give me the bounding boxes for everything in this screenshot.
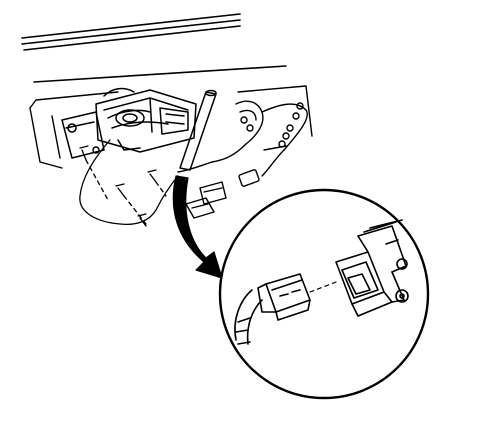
actuator-motor-assembly [95, 87, 197, 153]
sensor-switch [335, 219, 409, 317]
mounting-bracket [61, 111, 105, 159]
guide-post [179, 89, 217, 171]
roof-rail-trim [21, 13, 287, 83]
detail-callout-circle [218, 188, 430, 400]
wiring-harness [177, 100, 308, 187]
headliner-panel [29, 85, 313, 169]
callout-arrow [172, 175, 223, 279]
electrical-connector [185, 181, 227, 219]
retaining-screws [79, 145, 167, 227]
harness-plug [234, 273, 311, 345]
